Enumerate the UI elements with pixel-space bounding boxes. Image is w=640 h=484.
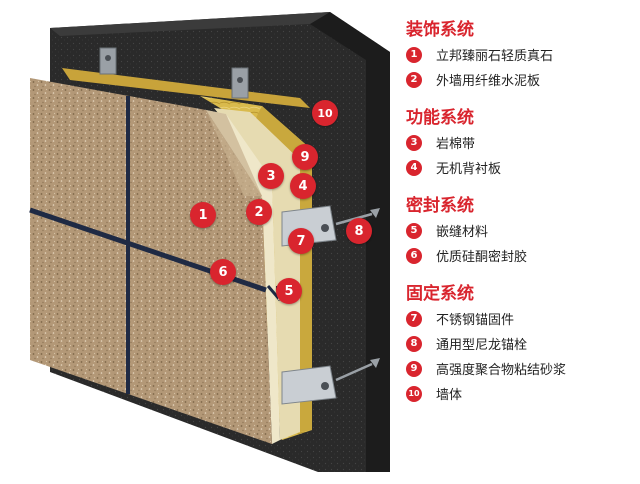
legend: 装饰系统 1 立邦臻丽石轻质真石 2 外墙用纤维水泥板 功能系统 3 岩棉带 4 无机背… bbox=[406, 18, 636, 420]
item-number: 10 bbox=[406, 385, 422, 402]
item-label: 无机背衬板 bbox=[436, 162, 502, 177]
item-number: 4 bbox=[406, 159, 422, 176]
group-title: 功能系统 bbox=[406, 108, 474, 128]
item-number: 6 bbox=[406, 247, 422, 264]
group-title: 装饰系统 bbox=[406, 20, 474, 40]
callout-3: 3 bbox=[258, 163, 284, 189]
item-label: 墙体 bbox=[436, 388, 463, 403]
fiber-cement-board bbox=[206, 110, 280, 444]
legend-item: 6 优质硅酮密封胶 bbox=[406, 243, 636, 268]
group-title: 固定系统 bbox=[406, 284, 474, 304]
item-label: 通用型尼龙锚栓 bbox=[436, 338, 528, 353]
item-label: 优质硅酮密封胶 bbox=[436, 250, 528, 265]
item-number: 5 bbox=[406, 222, 422, 239]
item-label: 不锈钢锚固件 bbox=[436, 313, 515, 328]
stone-facade bbox=[30, 78, 272, 444]
item-label: 岩棉带 bbox=[436, 137, 476, 152]
item-label: 外墙用纤维水泥板 bbox=[436, 74, 541, 89]
callout-9: 9 bbox=[292, 144, 318, 170]
legend-item: 1 立邦臻丽石轻质真石 bbox=[406, 42, 636, 67]
legend-group-decoration: 装饰系统 1 立邦臻丽石轻质真石 2 外墙用纤维水泥板 bbox=[406, 18, 636, 92]
item-number: 2 bbox=[406, 71, 422, 88]
legend-item: 7 不锈钢锚固件 bbox=[406, 306, 636, 331]
wall-system-diagram bbox=[29, 12, 390, 472]
callout-8: 8 bbox=[346, 218, 372, 244]
backing-board bbox=[214, 108, 300, 440]
item-label: 嵌缝材料 bbox=[436, 225, 489, 240]
item-label: 立邦臻丽石轻质真石 bbox=[436, 49, 554, 64]
group-title: 密封系统 bbox=[406, 196, 474, 216]
callout-10: 10 bbox=[312, 100, 338, 126]
legend-group-sealing: 密封系统 5 嵌缝材料 6 优质硅酮密封胶 bbox=[406, 194, 636, 268]
legend-item: 10 墙体 bbox=[406, 381, 636, 406]
item-label: 高强度聚合物粘结砂浆 bbox=[436, 363, 567, 378]
item-number: 1 bbox=[406, 46, 422, 63]
item-number: 8 bbox=[406, 335, 422, 352]
legend-item: 3 岩棉带 bbox=[406, 130, 636, 155]
legend-item: 8 通用型尼龙锚栓 bbox=[406, 331, 636, 356]
callout-2: 2 bbox=[246, 199, 272, 225]
callout-7: 7 bbox=[288, 228, 314, 254]
item-number: 3 bbox=[406, 134, 422, 151]
item-number: 9 bbox=[406, 360, 422, 377]
callout-5: 5 bbox=[276, 278, 302, 304]
top-anchors bbox=[99, 47, 249, 99]
item-number: 7 bbox=[406, 310, 422, 327]
callout-1: 1 bbox=[190, 202, 216, 228]
legend-item: 2 外墙用纤维水泥板 bbox=[406, 67, 636, 92]
legend-item: 5 嵌缝材料 bbox=[406, 218, 636, 243]
legend-group-function: 功能系统 3 岩棉带 4 无机背衬板 bbox=[406, 106, 636, 180]
callout-6: 6 bbox=[210, 259, 236, 285]
legend-item: 9 高强度聚合物粘结砂浆 bbox=[406, 356, 636, 381]
legend-group-fixing: 固定系统 7 不锈钢锚固件 8 通用型尼龙锚栓 9 高强度聚合物粘结砂浆 10 墙体 bbox=[406, 282, 636, 406]
legend-item: 4 无机背衬板 bbox=[406, 155, 636, 180]
callout-4: 4 bbox=[290, 173, 316, 199]
